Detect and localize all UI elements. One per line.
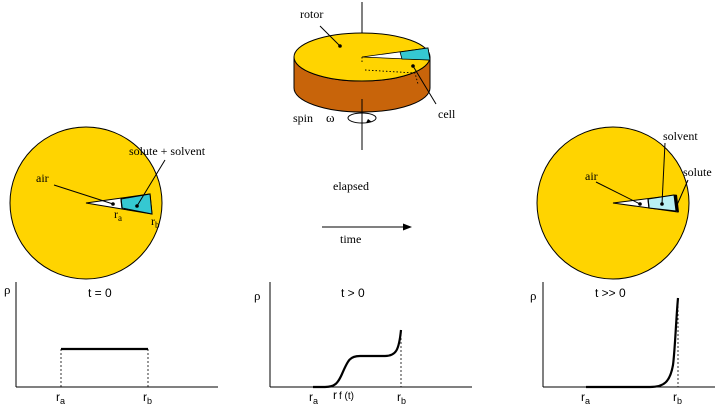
right-solvent-pointer [661,142,666,205]
cell-pointer-dot [411,64,415,68]
plot-t0-tick-rb: rb [143,390,152,406]
arrow-head-icon [403,223,412,231]
plot-t0-tick-ra: ra [56,390,65,406]
right-meniscus [647,198,650,209]
plot-t-large: ρ t >> 0 ra rb [530,282,715,406]
spin-arrowhead-icon [366,119,372,123]
spin-label: spin [293,111,313,125]
right-air-dot [638,202,642,206]
left-air-dot [111,202,115,206]
rotor-cell [399,47,431,61]
plot-t1-tick-ra: ra [309,390,318,406]
right-solute-pointer [676,179,689,206]
left-disk: air solute + solvent ra rb [9,126,206,280]
rotor-assembly: rotor cell spin ω [293,2,456,150]
left-air-label: air [36,171,49,185]
plot-t1-tick-rb: rb [397,390,406,406]
plot-t2-curve [586,297,680,389]
plot-t1-title: t > 0 [341,286,365,300]
plot-t2-title: t >> 0 [595,286,626,300]
rotor-pointer [319,25,341,47]
left-mixture-label: solute + solvent [129,144,206,158]
left-meniscus [120,198,123,209]
left-air-pointer [53,184,114,205]
plot-t2-tick-ra: ra [581,390,590,406]
plot-t1-ylabel: ρ [254,288,261,303]
rotor-label: rotor [300,7,323,21]
left-mixture-pointer [136,159,166,207]
elapsed-time-arrow: elapsed time [322,179,412,246]
spin-direction-icon [347,112,377,124]
plot-t2-tick-rb: rb [673,390,682,406]
right-air-pointer [595,181,641,205]
arrow-label-bottom: time [340,232,361,246]
right-solvent-label: solvent [663,129,698,143]
right-solute-label: solute [683,165,712,179]
cell-pointer [412,65,437,105]
cell-label: cell [438,107,456,121]
plot-t0-ylabel: ρ [4,282,11,297]
arrow-label-top: elapsed [333,179,369,193]
plot-t0-title: t = 0 [88,286,112,300]
right-disk: air solvent solute [536,126,712,280]
rotor-pointer-dot [338,44,342,48]
right-air-label: air [585,169,598,183]
right-cell-solute [674,195,679,212]
left-rb-label: rb [151,214,160,230]
plot-t0: ρ t = 0 ra rb [4,282,218,406]
omega-label: ω [326,110,335,125]
rotor-cell-hidden-edge [361,57,419,85]
left-mixture-dot [135,204,139,208]
right-solvent-dot [660,202,664,206]
plot-t2-ylabel: ρ [530,288,537,303]
left-ra-label: ra [114,207,122,223]
plot-t1-curve [313,329,403,389]
